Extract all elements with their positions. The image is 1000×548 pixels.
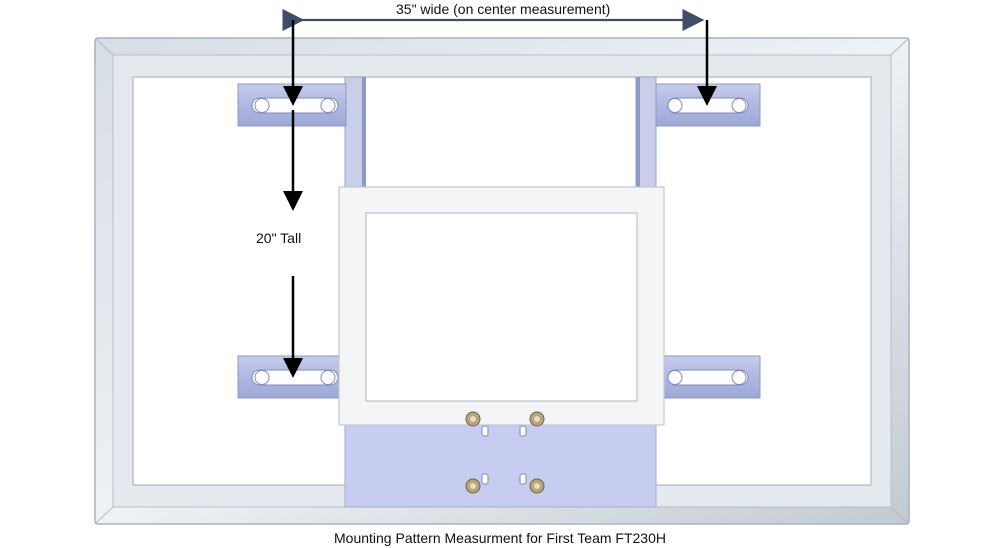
bolt-icon	[465, 478, 481, 494]
pointer-arrows	[283, 20, 717, 378]
bolt-icon	[465, 411, 481, 427]
bolt-icon	[529, 411, 545, 427]
mounting-plate	[344, 417, 657, 508]
bracket-bottom-right	[655, 355, 761, 399]
height-dimension-label: 20" Tall	[256, 230, 302, 246]
vertical-channels	[344, 76, 657, 188]
bolt-icon	[529, 478, 545, 494]
width-dimension-label: 35" wide (on center measurement)	[396, 1, 611, 17]
target-square-frame	[338, 186, 665, 426]
bolts	[465, 411, 545, 494]
diagram-caption: Mounting Pattern Measurment for First Te…	[334, 530, 666, 546]
